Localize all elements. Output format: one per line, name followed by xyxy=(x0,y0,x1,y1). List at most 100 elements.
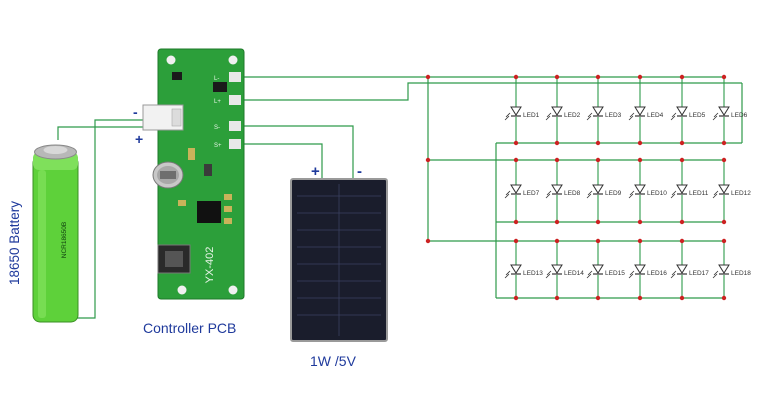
led-diode-symbol xyxy=(676,184,688,194)
led-label: LED11 xyxy=(689,190,709,197)
led-label: LED13 xyxy=(523,270,543,277)
controller-chip xyxy=(197,201,221,223)
pad-label-1: L- xyxy=(214,76,219,82)
battery-plus: + xyxy=(135,131,143,147)
led-node-bottom xyxy=(554,140,560,146)
led-light-arrows xyxy=(586,112,593,121)
led-node-bottom xyxy=(637,140,643,146)
led-label: LED12 xyxy=(731,190,751,197)
led-light-arrows xyxy=(545,190,552,199)
led-label: LED1 xyxy=(523,112,540,119)
led-node-bottom xyxy=(513,140,519,146)
led-diode-symbol xyxy=(592,264,604,274)
led-node-bottom xyxy=(595,140,601,146)
led-light-arrows xyxy=(670,190,677,199)
pad-load-negative xyxy=(229,72,241,82)
led-label: LED6 xyxy=(731,112,748,119)
led-label: LED10 xyxy=(647,190,667,197)
led-node-bottom xyxy=(637,295,643,301)
led-light-arrows xyxy=(670,112,677,121)
led-light-arrows xyxy=(712,190,719,199)
led-node-bottom xyxy=(721,219,727,225)
pad-solar-negative xyxy=(229,121,241,131)
panel-plus: + xyxy=(311,163,320,180)
led-node-top xyxy=(721,157,727,163)
panel-negative-wire xyxy=(242,125,354,180)
led-node-bottom xyxy=(679,140,685,146)
led-diode-symbol xyxy=(551,184,563,194)
pad-load-positive xyxy=(229,95,241,105)
load-negative-wire xyxy=(242,82,742,101)
junction-node xyxy=(425,157,431,163)
controller-label: Controller PCB xyxy=(143,320,236,336)
led-node-top xyxy=(513,74,519,80)
led-label: LED18 xyxy=(731,270,751,277)
led-diode-symbol xyxy=(592,106,604,116)
led-diode-symbol xyxy=(551,264,563,274)
led-node-top xyxy=(679,74,685,80)
controller-pcb: L- L+ S- S+ YX-402 xyxy=(142,48,245,300)
led-light-arrows xyxy=(586,190,593,199)
led-node-bottom xyxy=(679,219,685,225)
pad-label-3: S- xyxy=(214,125,220,131)
led-label: LED2 xyxy=(564,112,581,119)
panel-minus: - xyxy=(357,163,362,180)
led-diode-symbol xyxy=(676,106,688,116)
led-node-top xyxy=(595,157,601,163)
led-node-top xyxy=(554,238,560,244)
solar-panel xyxy=(290,178,388,342)
led-label: LED15 xyxy=(605,270,625,277)
led-light-arrows xyxy=(628,190,635,199)
led-node-top xyxy=(721,238,727,244)
led-label: LED3 xyxy=(605,112,622,119)
pad-solar-positive xyxy=(229,139,241,149)
led-light-arrows xyxy=(586,270,593,279)
led-light-arrows xyxy=(712,270,719,279)
led-node-bottom xyxy=(554,219,560,225)
led-node-bottom xyxy=(513,219,519,225)
led-node-top xyxy=(513,157,519,163)
led-light-arrows xyxy=(504,112,511,121)
pcb-model: YX-402 xyxy=(204,247,216,284)
led-label: LED17 xyxy=(689,270,709,277)
led-label: LED8 xyxy=(564,190,581,197)
led-light-arrows xyxy=(628,270,635,279)
led-node-bottom xyxy=(679,295,685,301)
led-node-bottom xyxy=(595,295,601,301)
battery-positive-wire xyxy=(74,119,152,319)
battery-cell: NCR18650B xyxy=(32,144,79,323)
battery-minus: - xyxy=(133,104,138,120)
led-light-arrows xyxy=(504,270,511,279)
led-node-bottom xyxy=(721,295,727,301)
led-light-arrows xyxy=(504,190,511,199)
led-label: LED16 xyxy=(647,270,667,277)
led-diode-symbol xyxy=(634,264,646,274)
led-diode-symbol xyxy=(592,184,604,194)
led-label: LED4 xyxy=(647,112,664,119)
led-label: LED5 xyxy=(689,112,706,119)
led-label: LED7 xyxy=(523,190,540,197)
led-diode-symbol xyxy=(718,106,730,116)
pad-label-2: L+ xyxy=(214,99,221,105)
led-node-top xyxy=(595,238,601,244)
battery-imprint: NCR18650B xyxy=(61,222,68,259)
led-node-bottom xyxy=(721,140,727,146)
panel-positive-wire xyxy=(242,143,323,180)
junction-node xyxy=(425,238,431,244)
led-node-top xyxy=(679,238,685,244)
led-node-top xyxy=(679,157,685,163)
led-node-top xyxy=(637,238,643,244)
led-node-top xyxy=(513,238,519,244)
led-node-top xyxy=(637,74,643,80)
led-light-arrows xyxy=(545,112,552,121)
pad-label-4: S+ xyxy=(214,143,222,149)
led-label: LED9 xyxy=(605,190,622,197)
led-diode-symbol xyxy=(510,184,522,194)
led-diode-symbol xyxy=(510,264,522,274)
led-node-bottom xyxy=(554,295,560,301)
junction-node xyxy=(425,74,431,80)
led-node-top xyxy=(721,74,727,80)
led-node-bottom xyxy=(513,295,519,301)
